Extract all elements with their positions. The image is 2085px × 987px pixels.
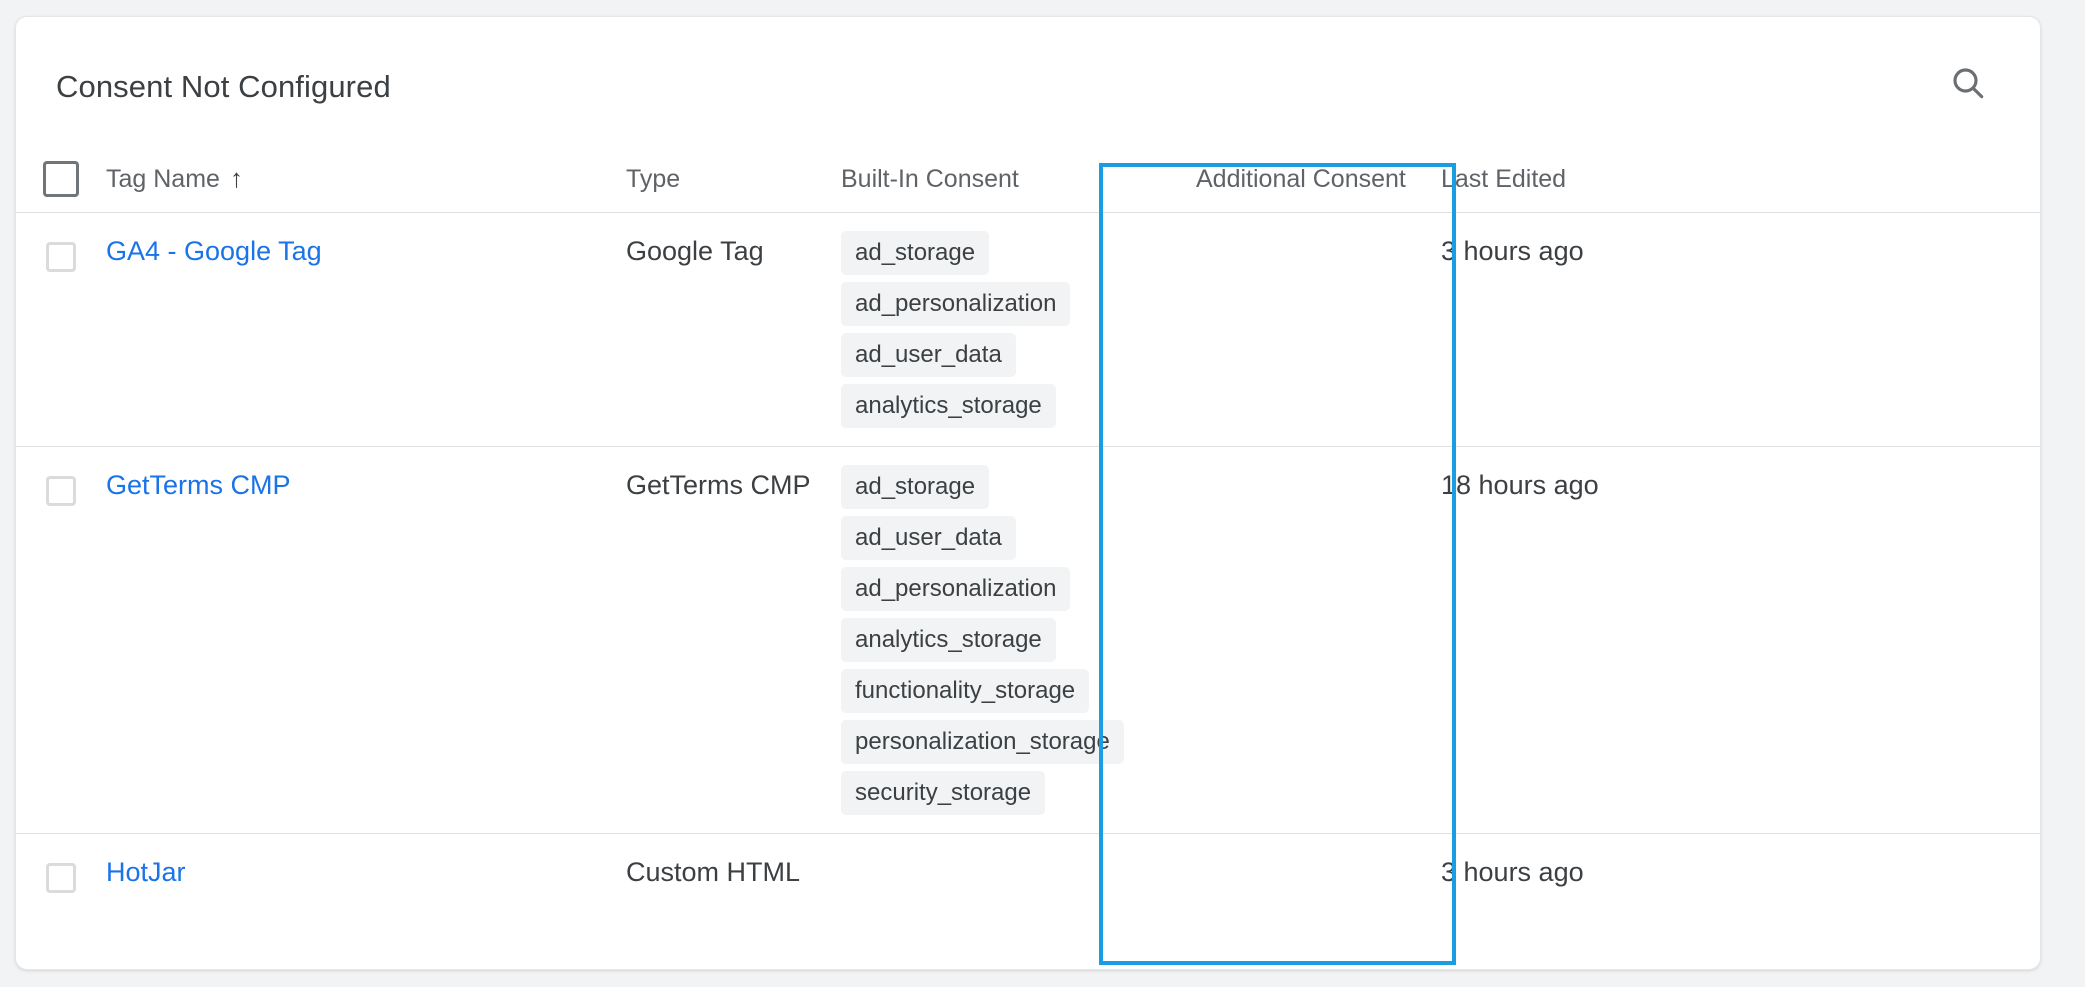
cell-tag-name: HotJar	[106, 834, 626, 888]
cell-tag-name: GetTerms CMP	[106, 447, 626, 501]
cell-tag-name: GA4 - Google Tag	[106, 213, 626, 267]
consent-chip: personalization_storage	[841, 720, 1124, 764]
cell-last-edited: 3 hours ago	[1441, 236, 1584, 266]
consent-chip: ad_user_data	[841, 516, 1016, 560]
consent-not-configured-card: Consent Not Configured Tag Name ↑ Type B…	[15, 16, 2041, 970]
cell-additional-consent	[1196, 447, 1441, 487]
cell-built-in-consent: ad_storage ad_user_data ad_personalization…	[841, 447, 1196, 833]
consent-chip: ad_storage	[841, 231, 990, 275]
sort-ascending-icon: ↑	[229, 163, 243, 193]
cell-additional-consent	[1196, 213, 1441, 253]
consent-chip: security_storage	[841, 771, 1046, 815]
tags-table: Tag Name ↑ Type Built-In Consent Additio…	[16, 146, 2040, 929]
table-row[interactable]: GetTerms CMP GetTerms CMP ad_storage ad_u…	[16, 447, 2040, 834]
consent-chip: functionality_storage	[841, 669, 1090, 713]
cell-built-in-consent: ad_storage ad_personalization ad_user_data…	[841, 213, 1196, 446]
consent-chip: analytics_storage	[841, 384, 1056, 428]
consent-chip: ad_user_data	[841, 333, 1016, 377]
search-icon[interactable]	[1938, 53, 1998, 113]
cell-type: GetTerms CMP	[626, 470, 811, 500]
column-header-built-in-consent[interactable]: Built-In Consent	[841, 164, 1019, 193]
table-row[interactable]: HotJar Custom HTML 3 hours ago	[16, 834, 2040, 929]
row-checkbox[interactable]	[46, 863, 76, 893]
table-header-row: Tag Name ↑ Type Built-In Consent Additio…	[16, 146, 2040, 213]
row-checkbox[interactable]	[46, 476, 76, 506]
cell-type: Google Tag	[626, 236, 764, 266]
column-header-additional-consent[interactable]: Additional Consent	[1196, 164, 1406, 193]
page-title: Consent Not Configured	[56, 69, 391, 104]
column-header-type[interactable]: Type	[626, 164, 681, 193]
consent-chip: ad_storage	[841, 465, 990, 509]
select-all-checkbox[interactable]	[43, 161, 79, 197]
column-header-tag-name-label: Tag Name	[106, 164, 220, 193]
card-header: Consent Not Configured	[16, 17, 2040, 146]
row-select-cell	[16, 447, 106, 506]
row-select-cell	[16, 213, 106, 272]
consent-chip: analytics_storage	[841, 618, 1056, 662]
column-header-last-edited[interactable]: Last Edited	[1441, 164, 1567, 193]
cell-last-edited: 3 hours ago	[1441, 857, 1584, 887]
cell-last-edited: 18 hours ago	[1441, 470, 1599, 500]
consent-chip: ad_personalization	[841, 567, 1071, 611]
tag-name-link[interactable]: GA4 - Google Tag	[106, 236, 322, 266]
row-select-cell	[16, 834, 106, 893]
cell-built-in-consent	[841, 834, 1196, 874]
column-header-tag-name[interactable]: Tag Name ↑	[106, 165, 626, 194]
tag-name-link[interactable]: GetTerms CMP	[106, 470, 291, 500]
consent-chip: ad_personalization	[841, 282, 1071, 326]
cell-additional-consent	[1196, 834, 1441, 874]
row-checkbox[interactable]	[46, 242, 76, 272]
cell-type: Custom HTML	[626, 857, 801, 887]
tag-name-link[interactable]: HotJar	[106, 857, 186, 887]
select-all-cell	[16, 161, 106, 197]
